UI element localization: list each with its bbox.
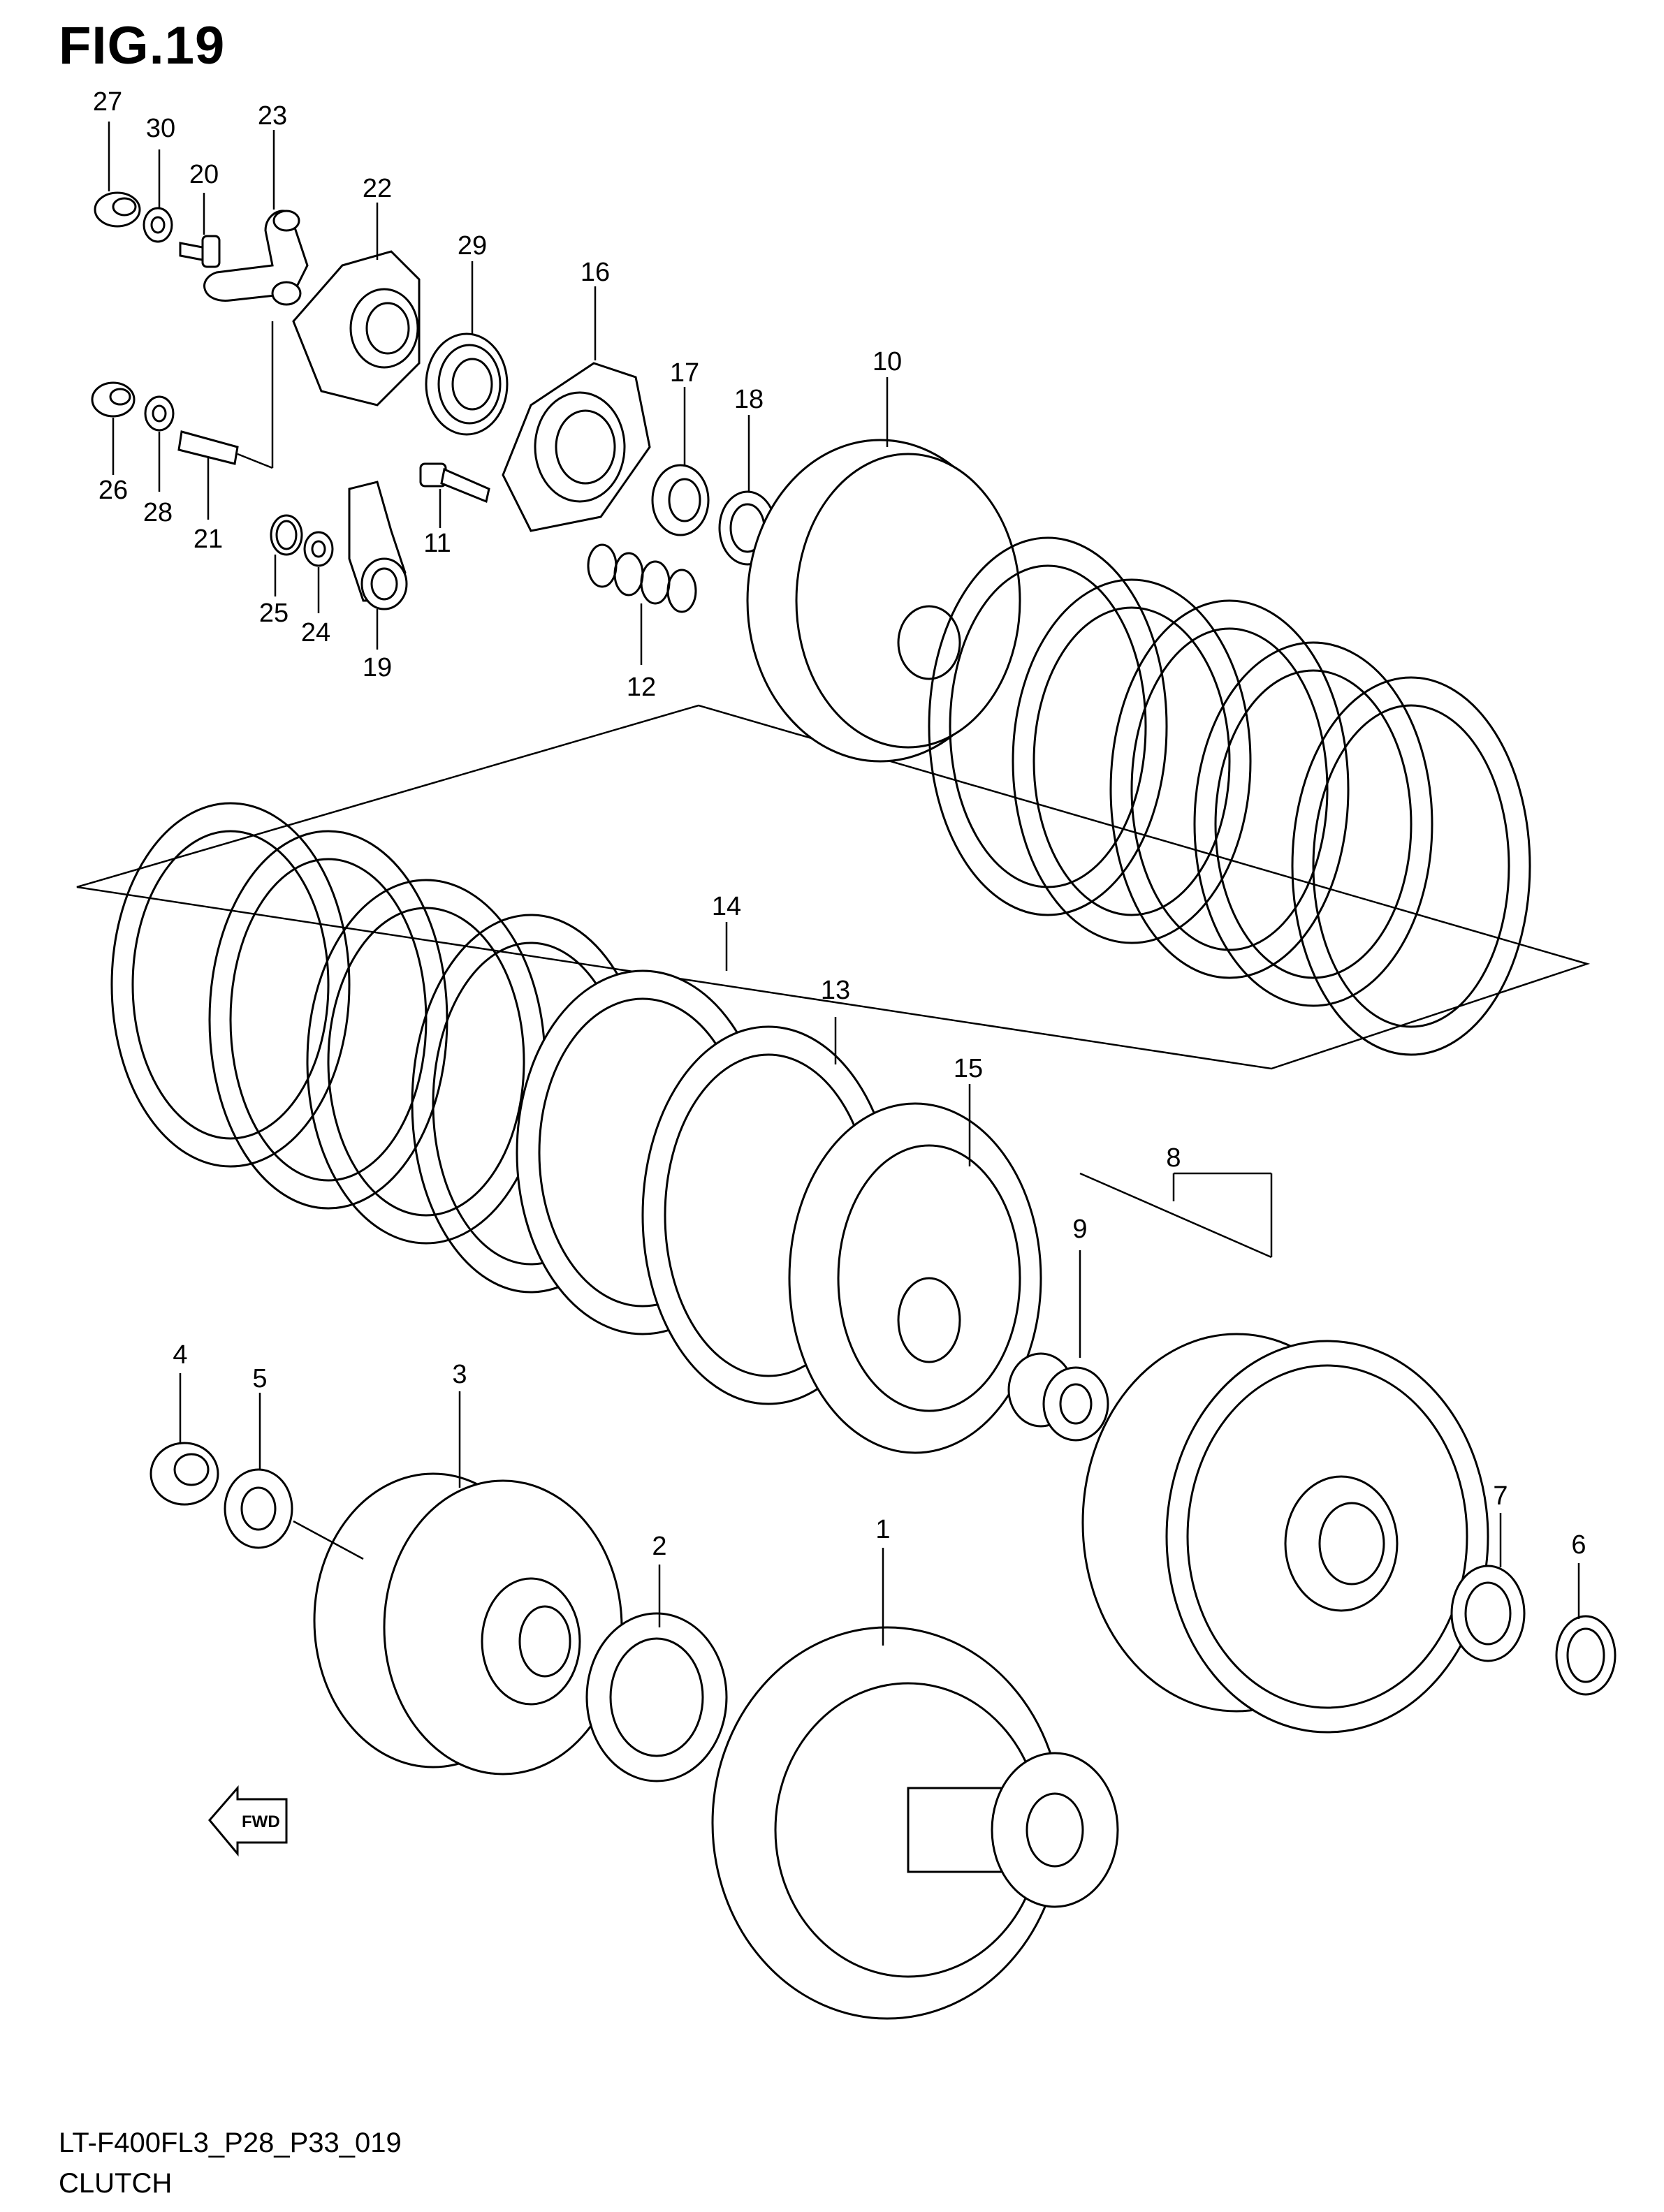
callout-15: 15	[954, 1054, 983, 1083]
callout-18: 18	[734, 385, 764, 414]
callout-labels: 27 30 20 23 22 29 16 17 18 10 26 28 21 1…	[93, 87, 1586, 1561]
callout-11: 11	[423, 529, 451, 558]
callout-7: 7	[1493, 1481, 1508, 1511]
callout-10: 10	[873, 347, 902, 376]
part-20-bolt	[179, 235, 221, 268]
callout-21: 21	[194, 525, 223, 554]
callout-28: 28	[143, 498, 173, 527]
diagram-code: LT-F400FL3_P28_P33_019	[59, 2127, 402, 2158]
callout-27: 27	[93, 87, 122, 117]
callout-1: 1	[875, 1515, 890, 1544]
callout-9: 9	[1072, 1215, 1087, 1244]
callout-12: 12	[627, 673, 656, 702]
part-23-release-lever	[203, 210, 309, 306]
callout-16: 16	[581, 258, 610, 287]
part-2-one-way-clutch	[585, 1612, 728, 1782]
callout-26: 26	[98, 476, 128, 505]
leader-lines	[108, 122, 1580, 1646]
callout-3: 3	[452, 1360, 467, 1389]
lower-plate-stack	[110, 802, 651, 1294]
part-5-washer	[224, 1468, 293, 1549]
callout-22: 22	[363, 174, 392, 203]
callout-19: 19	[363, 653, 392, 682]
part-9-spacer	[1007, 1352, 1109, 1442]
part-27-nut	[94, 191, 141, 228]
part-22-release-bracket	[292, 250, 421, 406]
assembly-name: CLUTCH	[59, 2168, 173, 2199]
callout-17: 17	[670, 358, 699, 388]
part-4-nut	[149, 1442, 219, 1506]
callout-30: 30	[146, 114, 175, 143]
callout-4: 4	[173, 1340, 187, 1370]
part-11-bolt	[419, 462, 490, 504]
part-25-circlip	[270, 514, 303, 556]
upper-plate-stack	[928, 536, 1531, 1056]
part-24-washer	[303, 531, 334, 567]
callout-2: 2	[652, 1532, 666, 1561]
forward-direction-arrow: FWD	[208, 1785, 288, 1857]
callout-20: 20	[189, 160, 219, 189]
part-26-nut	[91, 381, 136, 418]
part-6-bushing	[1555, 1615, 1616, 1696]
callout-29: 29	[458, 231, 487, 261]
callout-25: 25	[259, 599, 289, 628]
figure-title: FIG.19	[59, 16, 226, 75]
part-16-release-hub	[502, 362, 651, 532]
callout-5: 5	[252, 1364, 267, 1393]
part-1-primary-driven-gear	[711, 1626, 1119, 2020]
part-7-washer	[1450, 1565, 1526, 1662]
part-17-nut	[651, 464, 710, 536]
callout-6: 6	[1571, 1530, 1586, 1560]
part-8-clutch-housing	[1081, 1333, 1489, 1734]
part-15-plate	[788, 1102, 1042, 1454]
part-28-washer	[144, 395, 175, 432]
part-10-pressure-plate	[746, 439, 1021, 763]
callout-23: 23	[258, 101, 287, 131]
callout-13: 13	[821, 976, 850, 1005]
part-29-bearing	[425, 332, 509, 436]
part-12-spring	[587, 543, 697, 613]
fwd-label: FWD	[242, 1812, 280, 1831]
plate-stack-frame	[76, 704, 1591, 1070]
callout-8: 8	[1166, 1143, 1181, 1173]
part-21-stud	[177, 430, 239, 465]
part-30-washer	[143, 207, 173, 243]
callout-14: 14	[712, 892, 741, 921]
part-19-release-arm	[348, 481, 408, 610]
callout-24: 24	[301, 618, 330, 647]
part-3-clutch-hub	[313, 1472, 623, 1775]
